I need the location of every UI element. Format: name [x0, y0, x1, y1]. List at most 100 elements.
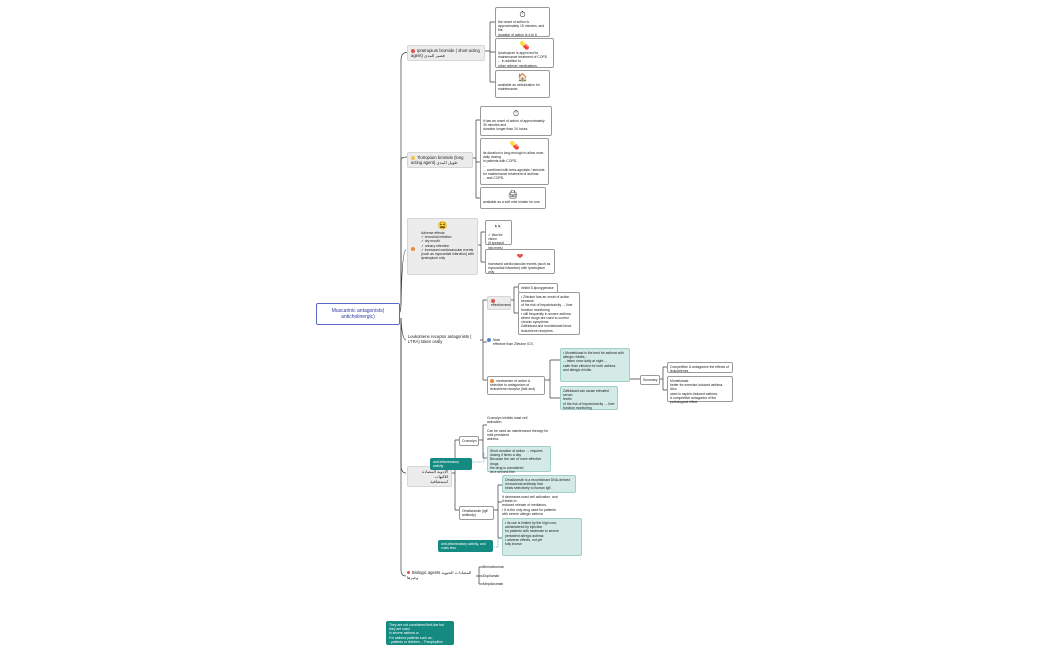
- adverse-item: ✓ increased cardiovascular events (such …: [421, 247, 474, 261]
- branch-tiotropium[interactable]: Tiotropium bromide (long acting agent) ط…: [407, 152, 473, 168]
- branch-leukotriene[interactable]: Leukotriene receptor antagonists ( LTRA)…: [408, 334, 480, 344]
- cromolyn-text[interactable]: Cromolyn inhibits mast cell activation. …: [487, 416, 551, 441]
- biologic-item-text: Mepolizumab: [483, 582, 504, 586]
- card-text: available as nebulization for maintenanc…: [498, 83, 540, 92]
- omalizumab-teal-text: Omalizumab is a recombinant DNA-derived …: [505, 478, 571, 491]
- house-icon: 🏠: [517, 73, 528, 82]
- biologic-item[interactable]: Mepolizumab: [483, 582, 543, 586]
- branch-ipratropium-label: Ipratropium bromide ( short acting agent…: [411, 48, 480, 58]
- note-label: Note: [493, 338, 501, 342]
- adverse-item: ✓ dry mouth: [421, 239, 440, 244]
- ipratropium-card-use[interactable]: 💊 Ipratropium is approved for maintenanc…: [495, 38, 554, 68]
- branch-leukotriene-label: Leukotriene receptor antagonists ( LTRA)…: [408, 334, 472, 344]
- omalizumab-tag[interactable]: Omalizumab (IgE antibody): [459, 506, 494, 521]
- omalizumab-teal-card-1[interactable]: Omalizumab is a recombinant DNA-derived …: [502, 475, 576, 493]
- printer-icon: 🖨: [507, 190, 519, 199]
- priority-dot-icon: [411, 48, 415, 53]
- card-text: Ipratropium is approved for maintenance …: [498, 51, 548, 68]
- omalizumab-label: Omalizumab (IgE antibody): [462, 509, 489, 518]
- leukotriene-note[interactable]: Note effective than Zileuton ICS.: [487, 338, 547, 346]
- leukotriene-mechanism[interactable]: mechanism of action & selective to antag…: [487, 376, 545, 395]
- leukotriene-summary-tag[interactable]: Summary: [640, 375, 660, 386]
- adverse-title: Adverse effects:: [421, 231, 446, 235]
- footer-note-text: They are not considered first-line but t…: [389, 623, 445, 644]
- medication-icon: 💊: [509, 141, 520, 150]
- root-topic[interactable]: Muscarinic antagonists( anticholinergic): [316, 303, 400, 325]
- cost-tag[interactable]: anti-inflammatory activity, and costs le…: [438, 540, 493, 553]
- omalizumab-desc: It decreases mast cell activation, and i…: [502, 495, 558, 516]
- effect-title: inhibit 5-lipoxygenase: [521, 286, 554, 290]
- adverse-card-eyes[interactable]: 👀 ✓ blurred vision (if sprayed into eyes…: [485, 220, 512, 250]
- biologic-item[interactable]: Dupilumab: [483, 574, 543, 578]
- mech-label: mechanism of action & selective to antag…: [490, 379, 536, 392]
- cromolyn-label: Cromolyn: [462, 439, 477, 443]
- tiotropium-card-onset[interactable]: ⏱ it has an onset of action of approxima…: [480, 106, 552, 136]
- leukotriene-summary-card-1[interactable]: Competitive & antagonize the effects of …: [667, 362, 733, 373]
- adverse-item: ✓ bronchial irritation: [421, 235, 452, 240]
- biologic-item[interactable]: Benralizumab: [483, 565, 543, 569]
- biologic-item-text: Dupilumab: [483, 574, 500, 578]
- tiotropium-card-form[interactable]: 🖨 available as a soft mist inhaler for u…: [480, 187, 546, 209]
- priority-dot-icon: [411, 247, 415, 252]
- branch-ar-sub: استنشاقية: [430, 479, 448, 484]
- cromolyn-teal-card[interactable]: Short duration of action → requires dosi…: [487, 446, 551, 475]
- cost-tag-text: anti-inflammatory activity, and costs le…: [441, 542, 486, 551]
- effect-label: effectiveness: [491, 303, 511, 308]
- leukotriene-summary-card-2[interactable]: Montelukast better for exercise-induced …: [667, 376, 733, 405]
- omalizumab-teal-card-2[interactable]: • its use is limited by the high cost, a…: [502, 518, 582, 556]
- note-text: effective than Zileuton ICS.: [493, 342, 534, 347]
- leukotriene-effect-tag[interactable]: effectiveness: [487, 296, 511, 311]
- card-text: Increased cardiovascular events (such as…: [488, 262, 551, 275]
- priority-dot-icon: [411, 155, 415, 160]
- branch-bio-label-ar: المضادات الحيوية وغيرها: [407, 570, 472, 580]
- priority-dot-icon: [407, 571, 410, 575]
- branch-bio-label: Biologic agents: [412, 570, 441, 575]
- heart-icon: ❤: [516, 252, 524, 261]
- summary-text: Competitive & antagonize the effects of …: [670, 365, 729, 374]
- summary-label: Summary: [643, 378, 658, 382]
- leukotriene-effect-card[interactable]: • Zileuton has an onset of action becaus…: [518, 292, 580, 335]
- branch-tiotropium-label: Tiotropium bromide (long acting agent): [411, 155, 464, 165]
- branch-ar-label: الأدوية المضادة للالتهاب: [422, 469, 448, 479]
- footer-note[interactable]: They are not considered first-line but t…: [386, 621, 454, 645]
- priority-dot-icon: [490, 379, 494, 384]
- stopwatch-icon: ⏱: [512, 109, 520, 118]
- branch-ipratropium[interactable]: Ipratropium bromide ( short acting agent…: [407, 45, 485, 61]
- tired-face-icon: 😫: [437, 221, 448, 230]
- card-text: its duration is long enough to allow onc…: [483, 151, 545, 181]
- tag-text: anti-inflammatory activity: [433, 460, 460, 469]
- eyes-icon: 👀: [494, 224, 503, 230]
- branch-ipratropium-label-ar: قصير المدى: [424, 53, 445, 58]
- priority-dot-icon: [491, 299, 495, 304]
- branch-tiotropium-label-ar: طويل المدى: [436, 160, 458, 165]
- root-label: Muscarinic antagonists( anticholinergic): [331, 308, 385, 320]
- card-text: it has an onset of action of approximate…: [483, 119, 545, 132]
- adverse-item: ✓ urinary retention: [421, 243, 450, 248]
- card-text: available as a soft mist inhaler for use: [483, 200, 540, 204]
- effect-text: • Zileuton has an onset of action becaus…: [521, 295, 573, 333]
- ipratropium-card-onset[interactable]: ⏱ the onset of action is approximately 1…: [495, 7, 550, 41]
- card-text: ✓ blurred vision (if sprayed into eyes): [488, 233, 504, 250]
- ipratropium-card-form[interactable]: 🏠 available as nebulization for maintena…: [495, 70, 550, 98]
- stopwatch-icon: ⏱: [519, 10, 526, 19]
- leukotriene-mech-card-1[interactable]: • Montelukast is the best for asthma wit…: [560, 348, 630, 382]
- branch-anti-inflammatory-ar[interactable]: الأدوية المضادة للالتهاب استنشاقية: [407, 466, 452, 487]
- adverse-card-heart[interactable]: ❤ Increased cardiovascular events (such …: [485, 249, 555, 274]
- leukotriene-mech-card-2[interactable]: Zafirlukast can cause elevated serum lev…: [560, 386, 618, 410]
- note-icon: [487, 338, 491, 343]
- biologic-item-text: Benralizumab: [483, 565, 504, 569]
- cromolyn-desc: Cromolyn inhibits mast cell activation. …: [487, 416, 549, 442]
- cromolyn-teal-text: Short duration of action → requires dosi…: [490, 449, 543, 475]
- medication-icon: 💊: [519, 41, 530, 50]
- anti-inflammatory-tag[interactable]: anti-inflammatory activity: [430, 458, 472, 471]
- cromolyn-tag[interactable]: Cromolyn: [459, 436, 479, 447]
- tiotropium-card-use[interactable]: 💊 its duration is long enough to allow o…: [480, 138, 549, 185]
- branch-adverse[interactable]: 😫 Adverse effects: ✓ bronchial irritatio…: [407, 218, 478, 275]
- omalizumab-text[interactable]: It decreases mast cell activation, and i…: [502, 495, 580, 516]
- mech-card-text: Zafirlukast can cause elevated serum lev…: [563, 389, 615, 410]
- omalizumab-teal-text-2: • its use is limited by the high cost, a…: [505, 521, 559, 547]
- branch-biologic[interactable]: Biologic agents المضادات الحيوية وغيرها: [407, 570, 476, 580]
- summary-text: Montelukast better for exercise-induced …: [670, 379, 724, 405]
- mech-card-text: • Montelukast is the best for asthma wit…: [563, 351, 624, 372]
